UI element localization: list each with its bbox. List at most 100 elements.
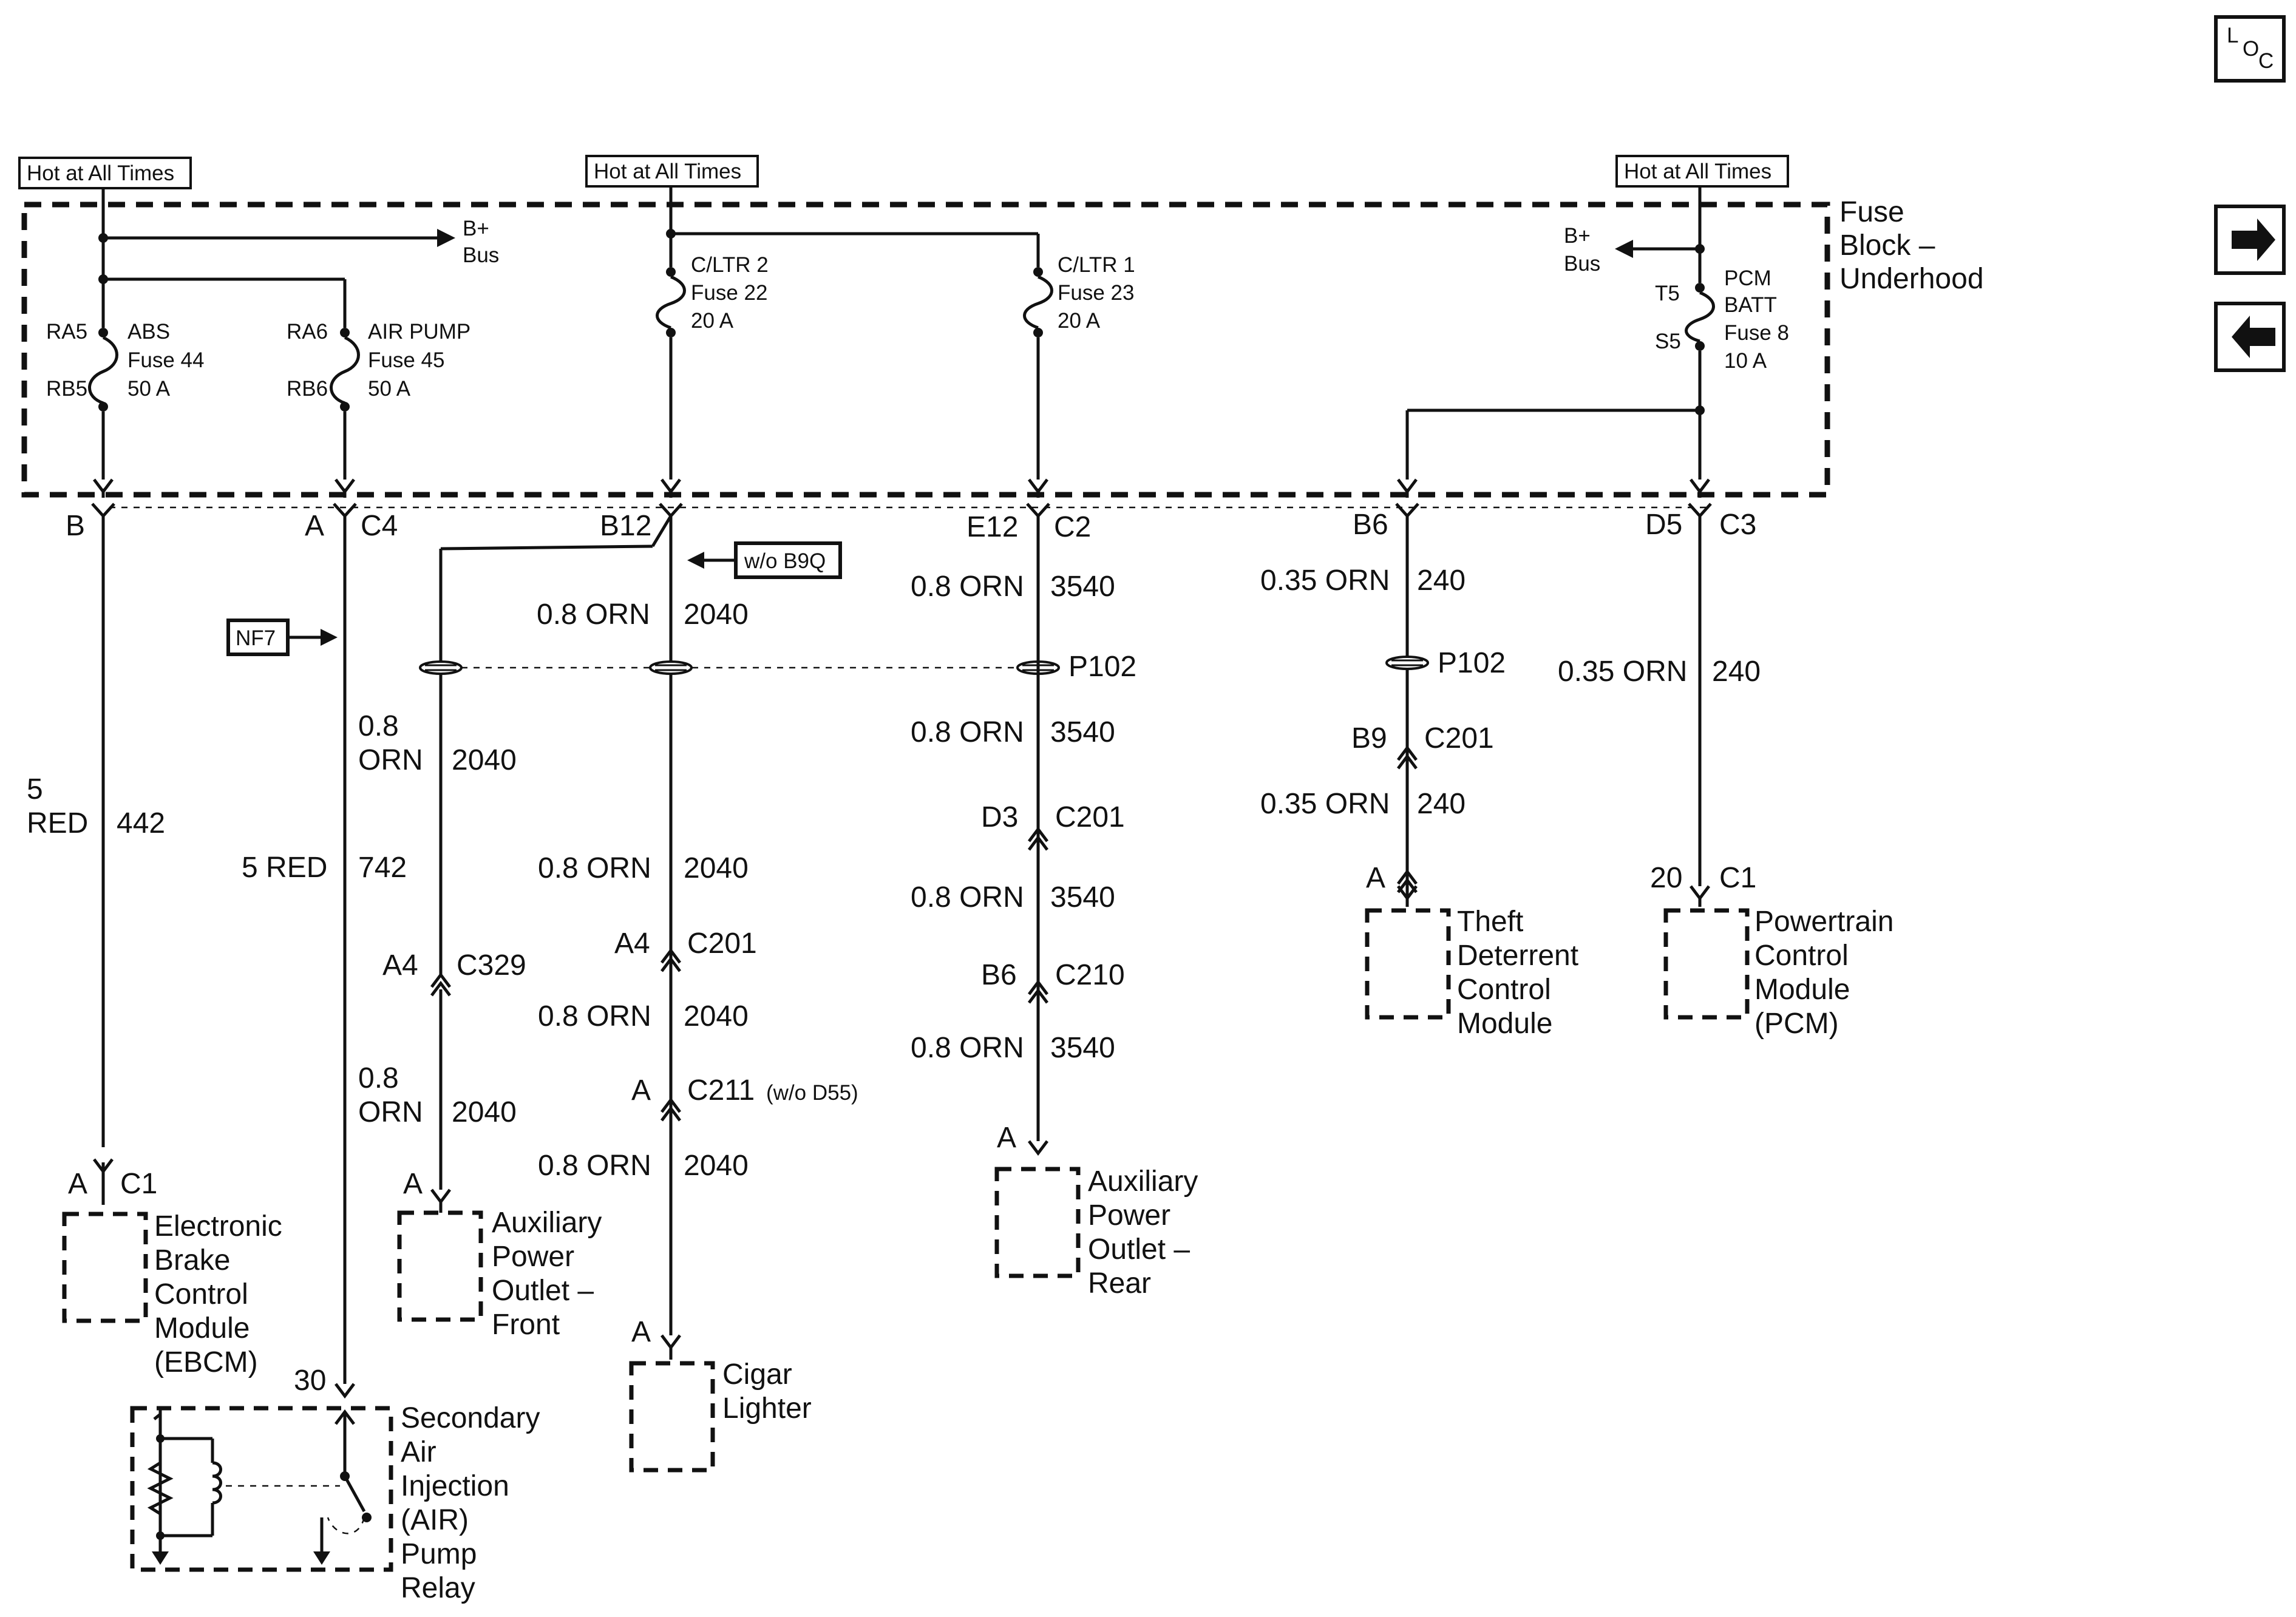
hot-label-text: Hot at All Times: [27, 161, 174, 185]
relay-pin: 30: [294, 1364, 326, 1397]
pcm-label: Module: [1754, 974, 1850, 1006]
svg-text:B9: B9: [1351, 722, 1387, 754]
svg-text:3540: 3540: [1050, 1032, 1115, 1064]
ebcm-label: Module: [154, 1312, 250, 1344]
svg-text:A4: A4: [614, 927, 650, 960]
loc-letter-c: C: [2258, 49, 2274, 73]
component-air-pump-relay[interactable]: 30 Secondary Air Injection (AIR) Pump Re…: [130, 1364, 540, 1604]
svg-text:NF7: NF7: [236, 626, 276, 650]
svg-text:(w/o D55): (w/o D55): [766, 1081, 858, 1105]
cigar-pin: A: [631, 1316, 651, 1348]
svg-text:S5: S5: [1655, 330, 1681, 353]
apo-front-label: Outlet –: [492, 1275, 594, 1307]
pcm-pin: 20: [1650, 862, 1682, 894]
svg-text:Fuse: Fuse: [1839, 196, 1904, 228]
theft-label: Deterrent: [1457, 940, 1578, 972]
loc-letter-l: L: [2227, 24, 2238, 47]
svg-text:ORN: ORN: [358, 744, 423, 776]
svg-text:RA5: RA5: [46, 320, 87, 344]
ebcm-label: Brake: [154, 1244, 230, 1276]
svg-text:AIR PUMP: AIR PUMP: [368, 320, 470, 344]
svg-text:E12: E12: [966, 511, 1018, 543]
svg-text:C201: C201: [687, 927, 757, 960]
svg-text:T5: T5: [1655, 282, 1680, 305]
svg-text:A: A: [631, 1074, 651, 1107]
svg-text:PCM: PCM: [1724, 266, 1771, 290]
svg-text:50 A: 50 A: [127, 377, 171, 401]
apo-front-label: Front: [492, 1309, 560, 1341]
ebcm-label: (EBCM): [154, 1346, 258, 1378]
hot-label-text: Hot at All Times: [1624, 160, 1771, 183]
svg-text:0.8 ORN: 0.8 ORN: [538, 1150, 651, 1182]
svg-text:Fuse 8: Fuse 8: [1724, 321, 1789, 345]
component-aux-power-outlet-rear[interactable]: A Auxiliary Power Outlet – Rear: [994, 1122, 1198, 1300]
svg-text:0.8 ORN: 0.8 ORN: [911, 1032, 1024, 1064]
theft-pin: A: [1366, 862, 1385, 894]
wire-3540: 0.8 ORN 3540 0.8 ORN 3540 D3 C201 0.8 OR…: [911, 516, 1125, 1156]
prev-page-button[interactable]: [2214, 302, 2286, 372]
svg-text:Fuse 45: Fuse 45: [368, 348, 444, 372]
svg-text:BATT: BATT: [1724, 293, 1777, 317]
apo-front-label: Auxiliary: [492, 1207, 602, 1239]
svg-text:P102: P102: [1438, 647, 1506, 679]
wire-label: 2040: [684, 598, 749, 631]
svg-text:ORN: ORN: [358, 1096, 423, 1128]
svg-text:2040: 2040: [452, 1096, 517, 1128]
svg-text:2040: 2040: [452, 744, 517, 776]
right-feed: B+ Bus: [1564, 186, 1705, 283]
loc-badge[interactable]: L O C: [2214, 15, 2286, 83]
svg-text:0.8 ORN: 0.8 ORN: [538, 852, 651, 884]
hot-label-right: Hot at All Times: [1615, 155, 1789, 188]
component-aux-power-outlet-front[interactable]: A Auxiliary Power Outlet – Front: [397, 1168, 602, 1341]
apo-front-label: Power: [492, 1241, 574, 1273]
apo-rear-label: Auxiliary: [1088, 1165, 1198, 1198]
component-pcm[interactable]: 20 C1 Powertrain Control Module (PCM): [1650, 862, 1894, 1040]
svg-text:5: 5: [27, 773, 43, 805]
svg-text:3540: 3540: [1050, 881, 1115, 914]
cigar-wire-labels: 0.8 ORN 2040 A4 C201 0.8 ORN 2040 A C211…: [538, 852, 858, 1360]
wire-240-pcm: 0.35 ORN 240: [1558, 516, 1761, 907]
relay-label: Secondary: [401, 1402, 540, 1434]
svg-text:0.8: 0.8: [358, 710, 399, 742]
hot-label-center: Hot at All Times: [585, 155, 759, 188]
relay-label: Injection: [401, 1470, 509, 1502]
apo-rear-pin: A: [997, 1122, 1016, 1154]
loc-letter-o: O: [2243, 37, 2259, 61]
svg-text:2040: 2040: [684, 852, 749, 884]
fuse-cltr2: C/LTR 2 Fuse 22 20 A: [656, 253, 769, 498]
svg-text:C329: C329: [457, 949, 526, 981]
pcm-connector: C1: [1719, 862, 1756, 894]
svg-text:w/o B9Q: w/o B9Q: [744, 549, 826, 573]
svg-text:B6: B6: [1353, 509, 1388, 541]
fuse-pcm-batt: T5 S5 PCM BATT Fuse 8 10 A: [1397, 266, 1789, 498]
svg-text:Fuse 44: Fuse 44: [127, 348, 204, 372]
next-page-button[interactable]: [2214, 205, 2286, 275]
arrow-right-icon: [2232, 219, 2275, 261]
pcm-label: Powertrain: [1754, 906, 1894, 938]
svg-text:2040: 2040: [684, 1150, 749, 1182]
svg-text:C/LTR 1: C/LTR 1: [1058, 253, 1135, 277]
bus-label: Bus: [463, 243, 499, 267]
wire-442: 5 RED 442: [27, 516, 165, 1205]
component-theft-deterrent-module[interactable]: A Theft Deterrent Control Module: [1365, 862, 1578, 1040]
svg-text:C/LTR 2: C/LTR 2: [691, 253, 769, 277]
left-feed: B+ Bus: [98, 188, 499, 328]
svg-text:ABS: ABS: [127, 320, 170, 344]
svg-text:10 A: 10 A: [1724, 349, 1767, 373]
hot-label-text: Hot at All Times: [594, 160, 741, 183]
svg-text:C210: C210: [1055, 959, 1125, 991]
bus-label: Bus: [1564, 252, 1600, 276]
connector-terminals: [91, 503, 1712, 518]
svg-text:0.8 ORN: 0.8 ORN: [911, 881, 1024, 914]
fuse-abs: RA5 RB5 ABS Fuse 44 50 A: [46, 320, 204, 498]
component-ebcm[interactable]: A C1 Electronic Brake Control Module (EB…: [62, 1168, 282, 1378]
svg-text:C201: C201: [1424, 722, 1494, 754]
svg-text:P102: P102: [1068, 651, 1136, 683]
fuse-cltr1: C/LTR 1 Fuse 23 20 A: [1023, 253, 1135, 498]
ebcm-label: Control: [154, 1278, 248, 1310]
cigar-label: Cigar: [722, 1358, 792, 1391]
wire-label: 0.8 ORN: [537, 598, 650, 631]
component-cigar-lighter[interactable]: A Cigar Lighter: [629, 1316, 812, 1473]
svg-text:0.8: 0.8: [358, 1062, 399, 1094]
bus-label: B+: [1564, 224, 1591, 248]
